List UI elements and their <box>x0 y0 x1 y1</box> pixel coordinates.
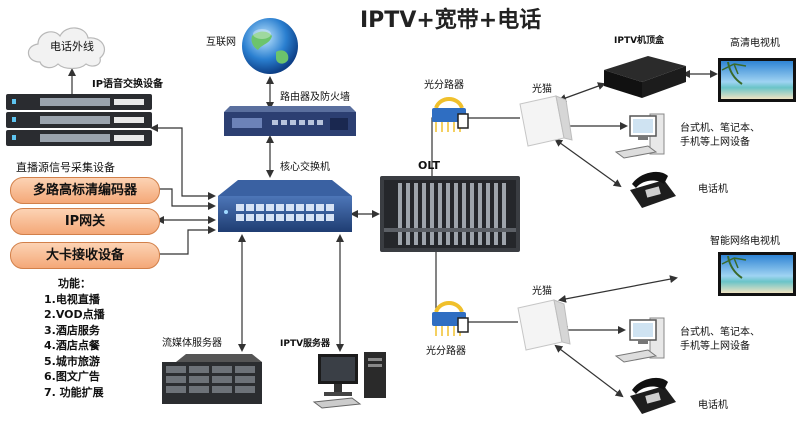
globe-icon <box>242 18 298 74</box>
tv-icon-bottom <box>718 252 796 296</box>
function-item: 6.图文广告 <box>44 370 100 383</box>
splitter-icon-top <box>432 97 469 132</box>
label-pc-bottom: 台式机、笔记本、 手机等上网设备 <box>680 327 760 352</box>
page-title: IPTV+宽带+电话 <box>360 8 542 33</box>
label-phone-network: 电话外线 <box>50 40 94 53</box>
tv-icon-top <box>718 58 796 102</box>
label-source-capture: 直播源信号采集设备 <box>16 161 115 174</box>
label-hd-tv: 高清电视机 <box>730 38 780 49</box>
telephone-icon-bottom <box>630 377 676 414</box>
connection-lines <box>68 68 718 398</box>
function-list: 功能： 1.电视直播 2.VOD点播 3.酒店服务 4.酒店点餐 5.城市旅游 … <box>44 276 105 400</box>
function-item: 3.酒店服务 <box>44 323 100 337</box>
ip-gateway-pill: IP网关 <box>10 208 160 235</box>
function-heading: 功能： <box>58 277 91 290</box>
label-splitter-top: 光分路器 <box>424 80 464 91</box>
splitter-icon-bottom <box>432 301 469 336</box>
function-item: 1.电视直播 <box>44 292 100 306</box>
label-voip-switch: IP语音交换设备 <box>92 79 164 90</box>
rack-server-icon <box>162 354 262 404</box>
label-router-firewall: 路由器及防火墙 <box>280 92 350 103</box>
label-iptv-stb: IPTV机顶盒 <box>614 36 665 46</box>
desktop-pc-icon-bottom <box>614 317 665 363</box>
label-onu-top: 光猫 <box>532 84 552 95</box>
label-onu-bottom: 光猫 <box>532 286 552 297</box>
encoder-pill: 多路高标清编码器 <box>10 177 160 204</box>
desktop-pc-icon-top <box>614 113 665 159</box>
onu-icon-top <box>519 95 573 147</box>
label-core-switch: 核心交换机 <box>280 162 330 173</box>
function-item: 4.酒店点餐 <box>44 339 100 352</box>
label-internet: 互联网 <box>206 37 236 48</box>
label-streaming-server: 流媒体服务器 <box>162 338 222 349</box>
label-phone-top: 电话机 <box>698 184 728 195</box>
label-phone-bottom: 电话机 <box>698 400 728 411</box>
olt-icon <box>380 176 520 252</box>
voip-switch-icon <box>6 94 152 146</box>
function-item: 7. 功能扩展 <box>44 385 104 399</box>
router-firewall-icon <box>224 106 356 136</box>
label-pc-top: 台式机、笔记本、 手机等上网设备 <box>680 123 760 148</box>
label-splitter-bottom: 光分路器 <box>426 346 466 357</box>
label-olt: OLT <box>418 159 441 172</box>
label-smart-tv: 智能网络电视机 <box>710 236 780 247</box>
set-top-box-icon <box>604 56 686 98</box>
function-item: 2.VOD点播 <box>44 308 105 321</box>
telephone-icon-top <box>630 171 676 208</box>
receiver-pill: 大卡接收设备 <box>10 242 160 269</box>
iptv-server-icon <box>312 352 386 409</box>
onu-icon-bottom <box>517 299 571 351</box>
function-item: 5.城市旅游 <box>44 354 100 368</box>
core-switch-icon <box>218 180 352 232</box>
cloud-icon <box>27 27 105 70</box>
label-iptv-server: IPTV服务器 <box>280 339 331 349</box>
